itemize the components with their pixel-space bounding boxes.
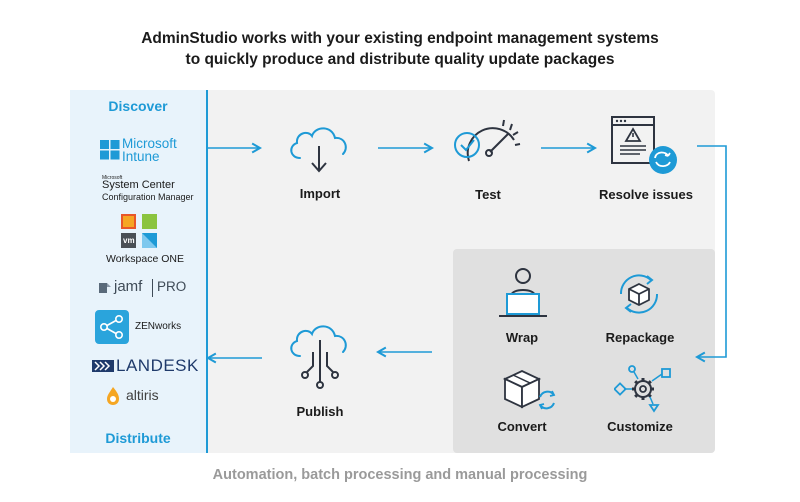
jamf-suffix: PRO (157, 279, 187, 294)
title-line-2: to quickly produce and distribute qualit… (185, 51, 615, 68)
title-line-1: AdminStudio works with your existing end… (141, 30, 659, 47)
vm-text: vm (123, 236, 135, 245)
footer-caption: Automation, batch processing and manual … (212, 467, 588, 483)
convert-label: Convert (497, 419, 547, 434)
workspace-one-label: Workspace ONE (106, 253, 184, 265)
landesk-chevrons-icon (92, 360, 114, 372)
cloud-publish-icon (290, 325, 347, 389)
resolve-issues-label: Resolve issues (599, 187, 693, 202)
panel-divider (206, 90, 208, 453)
test-label: Test (475, 187, 501, 202)
intune-line-2: Intune (122, 149, 160, 164)
arrow-resolve-to-processing (694, 145, 727, 363)
processing-subarea (453, 249, 715, 453)
distribute-label: Distribute (105, 430, 171, 446)
workspace-one-icon (121, 214, 157, 248)
repackage-label: Repackage (605, 330, 675, 345)
person-laptop-icon (499, 268, 547, 317)
microsoft-windows-icon (100, 140, 120, 160)
zenworks-share-icon (95, 310, 129, 344)
endpoint-systems-panel (70, 90, 206, 453)
zenworks-label: ZENworks (135, 321, 182, 332)
wrap-label: Wrap (505, 330, 539, 345)
customize-label: Customize (607, 419, 673, 434)
system-center-line-2: Configuration Manager (102, 192, 194, 202)
landesk-label: LANDESK (116, 356, 199, 375)
system-center-small: Microsoft (102, 175, 123, 181)
altiris-flame-icon (107, 387, 119, 405)
discover-label: Discover (108, 98, 168, 114)
import-label: Import (299, 186, 341, 201)
intune-line-1: Microsoft (122, 136, 177, 151)
system-center-line-1: System Center (102, 179, 175, 191)
altiris-label: altiris (126, 387, 159, 403)
jamf-brand: jamf (114, 278, 143, 295)
convert-box-icon (502, 370, 556, 410)
diagram-title: AdminStudio works with your existing end… (0, 28, 800, 70)
cloud-download-icon (290, 127, 347, 173)
customize-gear-icon (614, 365, 671, 413)
jamf-divider (152, 279, 153, 297)
publish-label: Publish (296, 404, 344, 419)
repackage-box-icon (619, 274, 659, 314)
jamf-icon (99, 283, 111, 293)
resolve-window-icon (611, 116, 677, 174)
gauge-check-icon (454, 119, 521, 162)
